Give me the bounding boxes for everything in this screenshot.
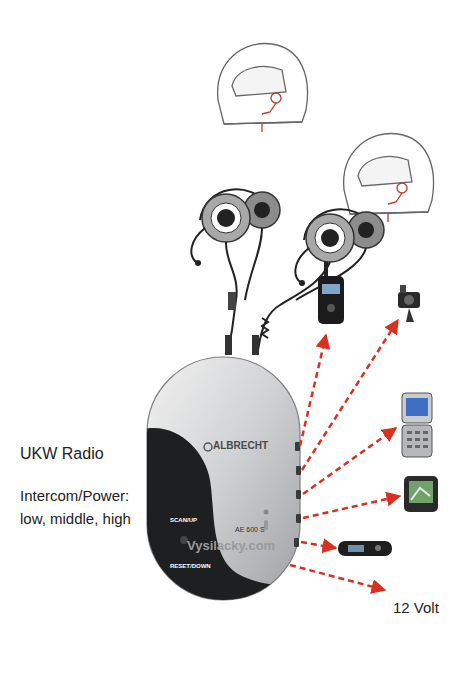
power-label: 12 Volt [393, 597, 463, 620]
gps-mount [398, 285, 420, 322]
button-label: RESET/DOWN [170, 563, 211, 570]
navigation-device [404, 476, 438, 512]
intercom-housing [140, 357, 310, 610]
walkie-talkie [318, 262, 344, 324]
feature-label: Intercom/Power: low, middle, high [20, 485, 148, 530]
connection-arrows [290, 320, 400, 590]
model-name: AE 600 S [235, 526, 265, 534]
intercom-unit: ALBRECHT AE 600 S SCAN/UP RESET/DOWN Vysilac… [147, 357, 300, 600]
headset [252, 209, 384, 355]
feature-label: UKW Radio [20, 442, 160, 466]
watermark: Vysilacky.com [187, 539, 275, 553]
mp3-player [338, 541, 392, 556]
helmet-sketch [344, 133, 434, 222]
mobile-phone [402, 393, 432, 457]
headset [191, 189, 280, 355]
brand-logo: ALBRECHT [213, 440, 268, 451]
helmet-sketch [218, 43, 308, 132]
button-label: SCAN/UP [170, 517, 197, 524]
